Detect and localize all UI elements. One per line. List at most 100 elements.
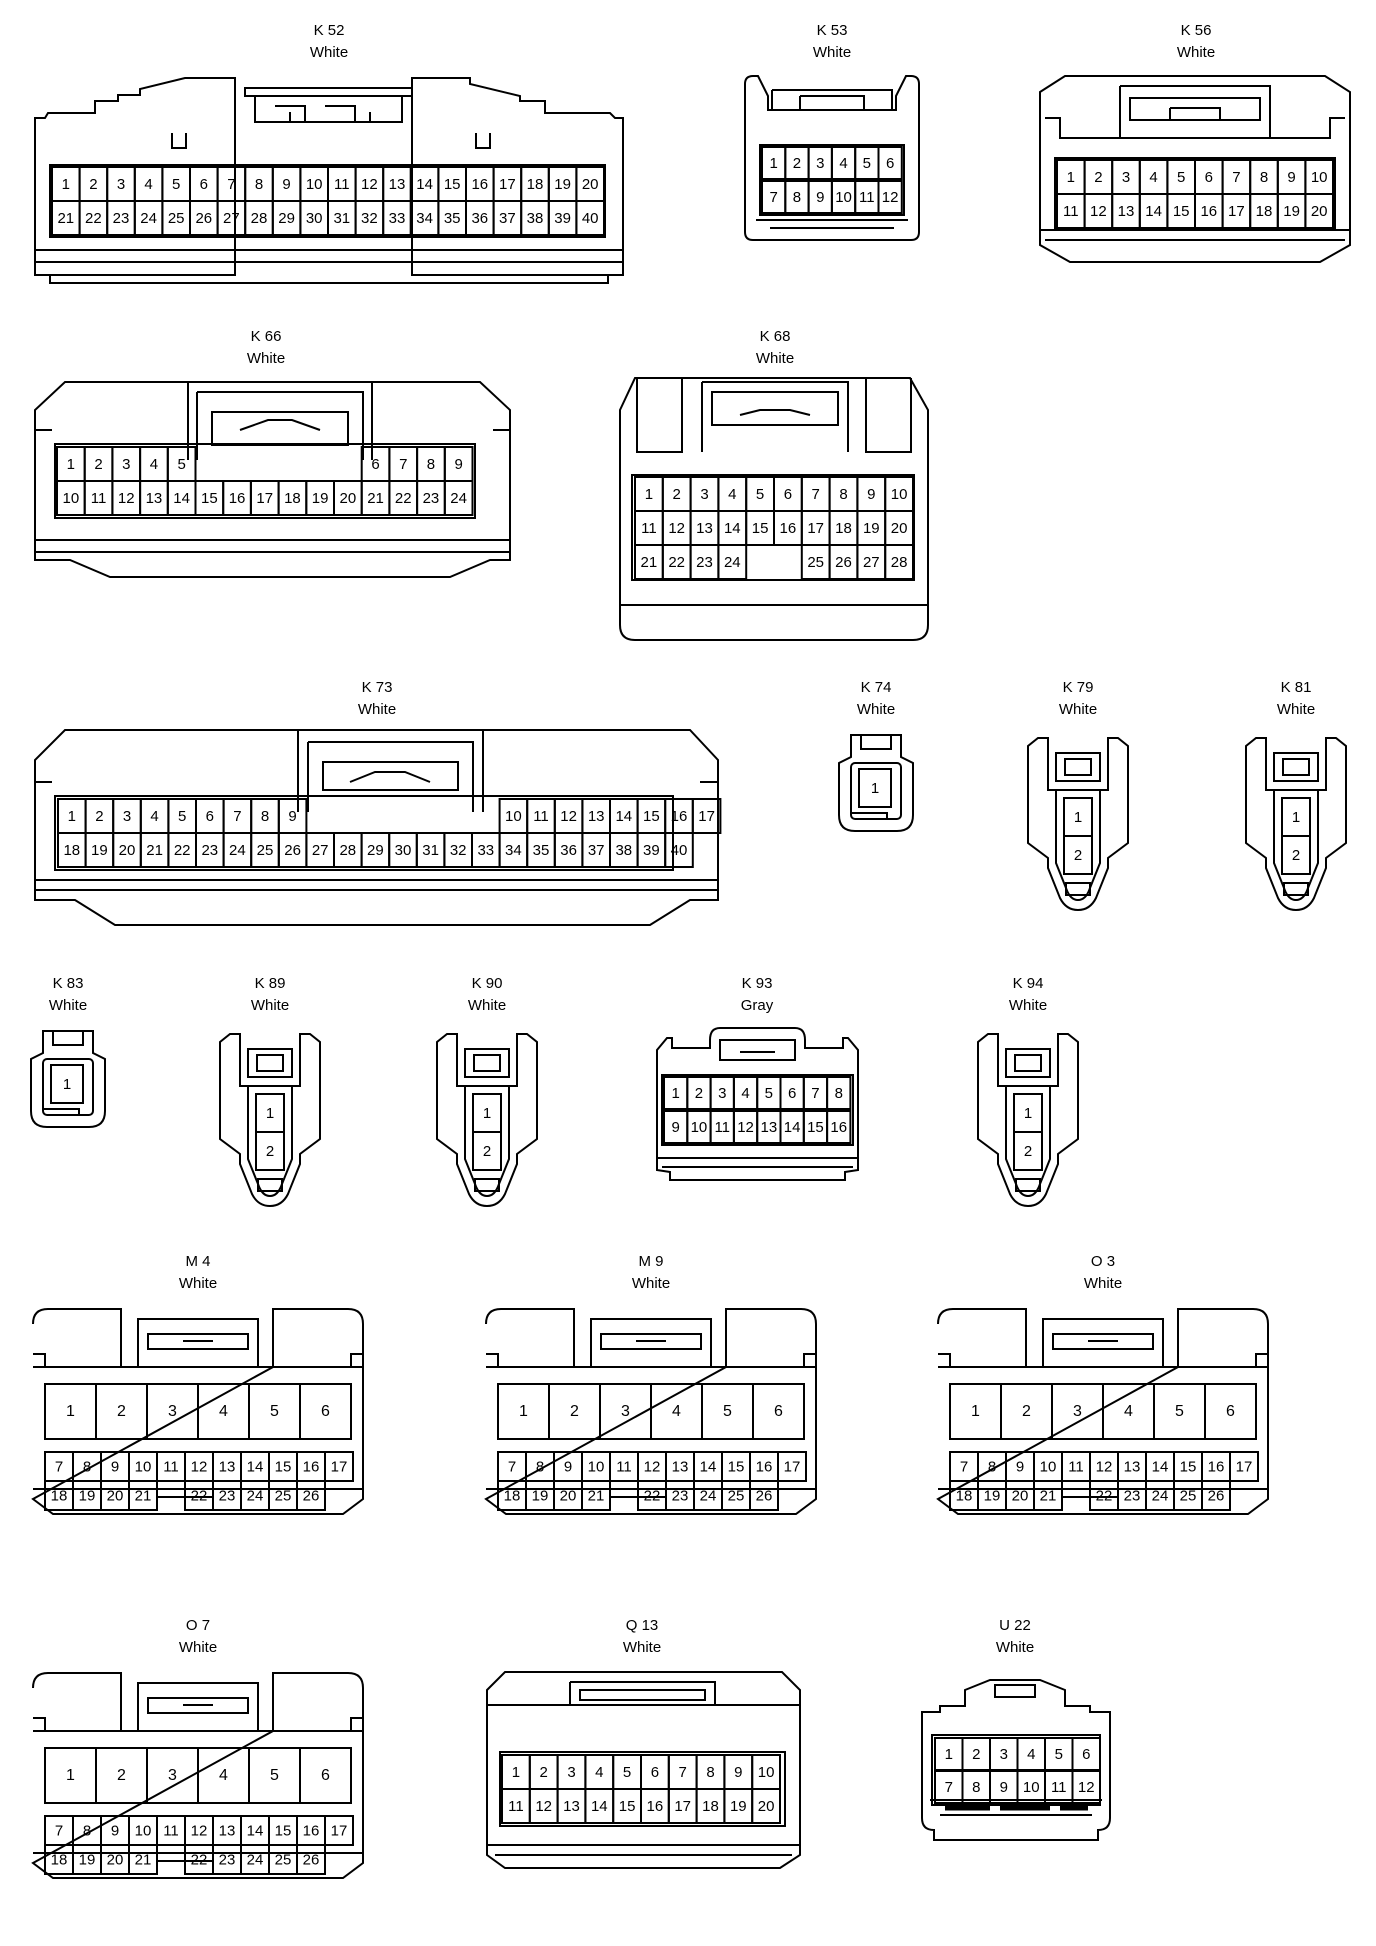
pin-label: 17 [698,808,715,825]
pin-label: 2 [570,1403,579,1420]
pin-label: 10 [835,189,852,206]
pin-label: 17 [331,1822,348,1839]
pin-label: 16 [780,520,797,537]
pin-label: 12 [1096,1458,1113,1475]
pin-label: 14 [247,1458,264,1475]
pin-label: 16 [647,1798,664,1815]
pin-label: 2 [972,1746,980,1763]
pin-label: 27 [312,842,329,859]
pin-label: 19 [1283,203,1300,220]
pin-label: 1 [1024,1105,1032,1122]
pin-label: 14 [784,1119,801,1136]
pin-label: 16 [1200,203,1217,220]
lock-tab [257,1178,283,1192]
pin-label: 1 [871,780,879,797]
pin-label: 26 [835,554,852,571]
pin-label: 8 [972,1779,980,1796]
pin-label: 8 [1260,169,1268,186]
pin-label: 35 [533,842,550,859]
connector-outline [297,730,484,812]
connector-code-label: K 56 [1181,22,1212,39]
pin-label: 22 [395,490,412,507]
pin-label: 22 [668,554,685,571]
connector-outline [1045,117,1345,139]
connector-color-label: White [1059,701,1097,718]
pin-field [54,443,476,519]
pin-label: 14 [724,520,741,537]
pin-label: 15 [444,176,461,193]
pin-cell [1201,1480,1231,1511]
pin-label: 23 [201,842,218,859]
pin-label: 9 [454,456,462,473]
pin-label: 12 [191,1822,208,1839]
pin-label: 12 [118,490,135,507]
pin-label: 2 [1094,169,1102,186]
pin-label: 26 [303,1851,320,1868]
pin-label: 25 [275,1851,292,1868]
connector-code-label: M 9 [638,1253,663,1270]
connector-outline [156,1481,214,1498]
connector-outline [977,1033,1079,1208]
pin-label: 3 [1000,1746,1008,1763]
pin-label: 6 [1082,1746,1090,1763]
pin-label: 2 [95,808,103,825]
pin-label: 32 [450,842,467,859]
pin-label: 24 [1152,1487,1169,1504]
connector-outline [35,429,510,553]
pin-label: 18 [51,1851,68,1868]
pin-label: 2 [1292,847,1300,864]
pin-label: 6 [1226,1403,1235,1420]
pin-cell [1204,1383,1257,1440]
connector-color-label: White [247,350,285,367]
pin-label: 25 [1180,1487,1197,1504]
pin-cell [877,146,903,180]
connector-outline [657,1157,858,1168]
pin-label: 38 [527,210,544,227]
pin-label: 24 [247,1487,264,1504]
pin-label: 18 [284,490,301,507]
pin-label: 20 [891,520,908,537]
pin-label: 21 [367,490,384,507]
pin-label: 8 [261,808,269,825]
connector-color-label: White [1084,1275,1122,1292]
pin-label: 9 [671,1119,679,1136]
pin-label: 13 [389,176,406,193]
pin-cell [1063,835,1093,875]
connector-color-label: White [756,350,794,367]
pin-label: 21 [146,842,163,859]
pin-cell [324,1815,354,1846]
pin-label: 4 [839,155,847,172]
pin-label: 15 [1180,1458,1197,1475]
connector-color-label: White [251,997,289,1014]
connector-code-label: K 53 [817,22,848,39]
pin-label: 21 [588,1487,605,1504]
connector-outline [1061,1481,1119,1498]
connector-outline [487,1704,800,1856]
pin-label: 3 [816,155,824,172]
connector-outline [137,1318,259,1367]
pin-label: 14 [591,1798,608,1815]
pin-label: 5 [177,456,185,473]
connector-outline [43,1108,80,1115]
latch [1005,1048,1051,1078]
pin-label: 9 [288,808,296,825]
pin-label: 12 [668,520,685,537]
pin-cell [299,1747,352,1804]
connector-color-label: White [813,44,851,61]
pin-label: 1 [1067,169,1075,186]
pin-label: 32 [361,210,378,227]
pin-housing [850,762,902,820]
pin-cell [50,1064,84,1104]
pin-label: 15 [728,1458,745,1475]
pin-label: 17 [499,176,516,193]
connector-outline [569,1681,716,1705]
pin-label: 11 [1051,1779,1067,1796]
connector-outline [322,761,459,791]
pin-label: 7 [1232,169,1240,186]
pin-label: 25 [168,210,185,227]
connector-outline [1169,107,1221,120]
pin-label: 6 [206,808,214,825]
